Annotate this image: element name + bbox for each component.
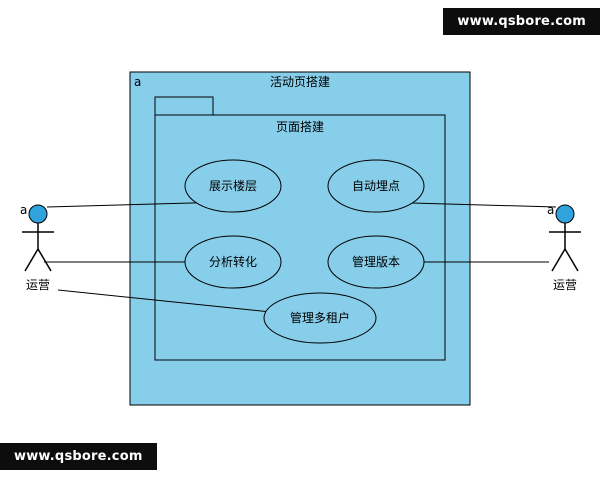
watermark-top: www.qsbore.com bbox=[443, 8, 600, 35]
actor-right-figure bbox=[549, 204, 581, 272]
actor-right-tag: a bbox=[547, 203, 555, 217]
usecase-label-2: 自动埋点 bbox=[351, 179, 400, 193]
usecase-ellipse-4 bbox=[327, 235, 425, 289]
actor-left-tag: a bbox=[20, 203, 28, 217]
actor-right-head-icon bbox=[555, 204, 575, 224]
usecase-label-3: 分析转化 bbox=[208, 255, 257, 269]
system-boundary bbox=[129, 71, 471, 406]
usecase-label-4: 管理版本 bbox=[351, 255, 400, 269]
actor-right-label: 运营 bbox=[552, 278, 577, 292]
system-title: 活动页搭建 bbox=[269, 75, 330, 89]
usecase-ellipse-3 bbox=[184, 235, 282, 289]
usecase-ellipse-2 bbox=[327, 159, 425, 213]
usecase-ellipse-1 bbox=[184, 159, 282, 213]
watermark-bottom: www.qsbore.com bbox=[0, 443, 157, 470]
actor-left-figure bbox=[22, 204, 54, 272]
usecase-label-5: 管理多租户 bbox=[289, 311, 350, 325]
usecase-ellipse-5 bbox=[263, 292, 377, 344]
package-title: 页面搭建 bbox=[275, 120, 324, 134]
usecase-label-1: 展示楼层 bbox=[208, 179, 257, 193]
actor-left-label: 运营 bbox=[25, 278, 50, 292]
package-folder-tab bbox=[154, 96, 214, 115]
actor-left-head-icon bbox=[28, 204, 48, 224]
system-tag: a bbox=[134, 75, 142, 89]
association-left-to-usecase-5 bbox=[57, 289, 301, 316]
package-folder-body bbox=[154, 114, 446, 361]
